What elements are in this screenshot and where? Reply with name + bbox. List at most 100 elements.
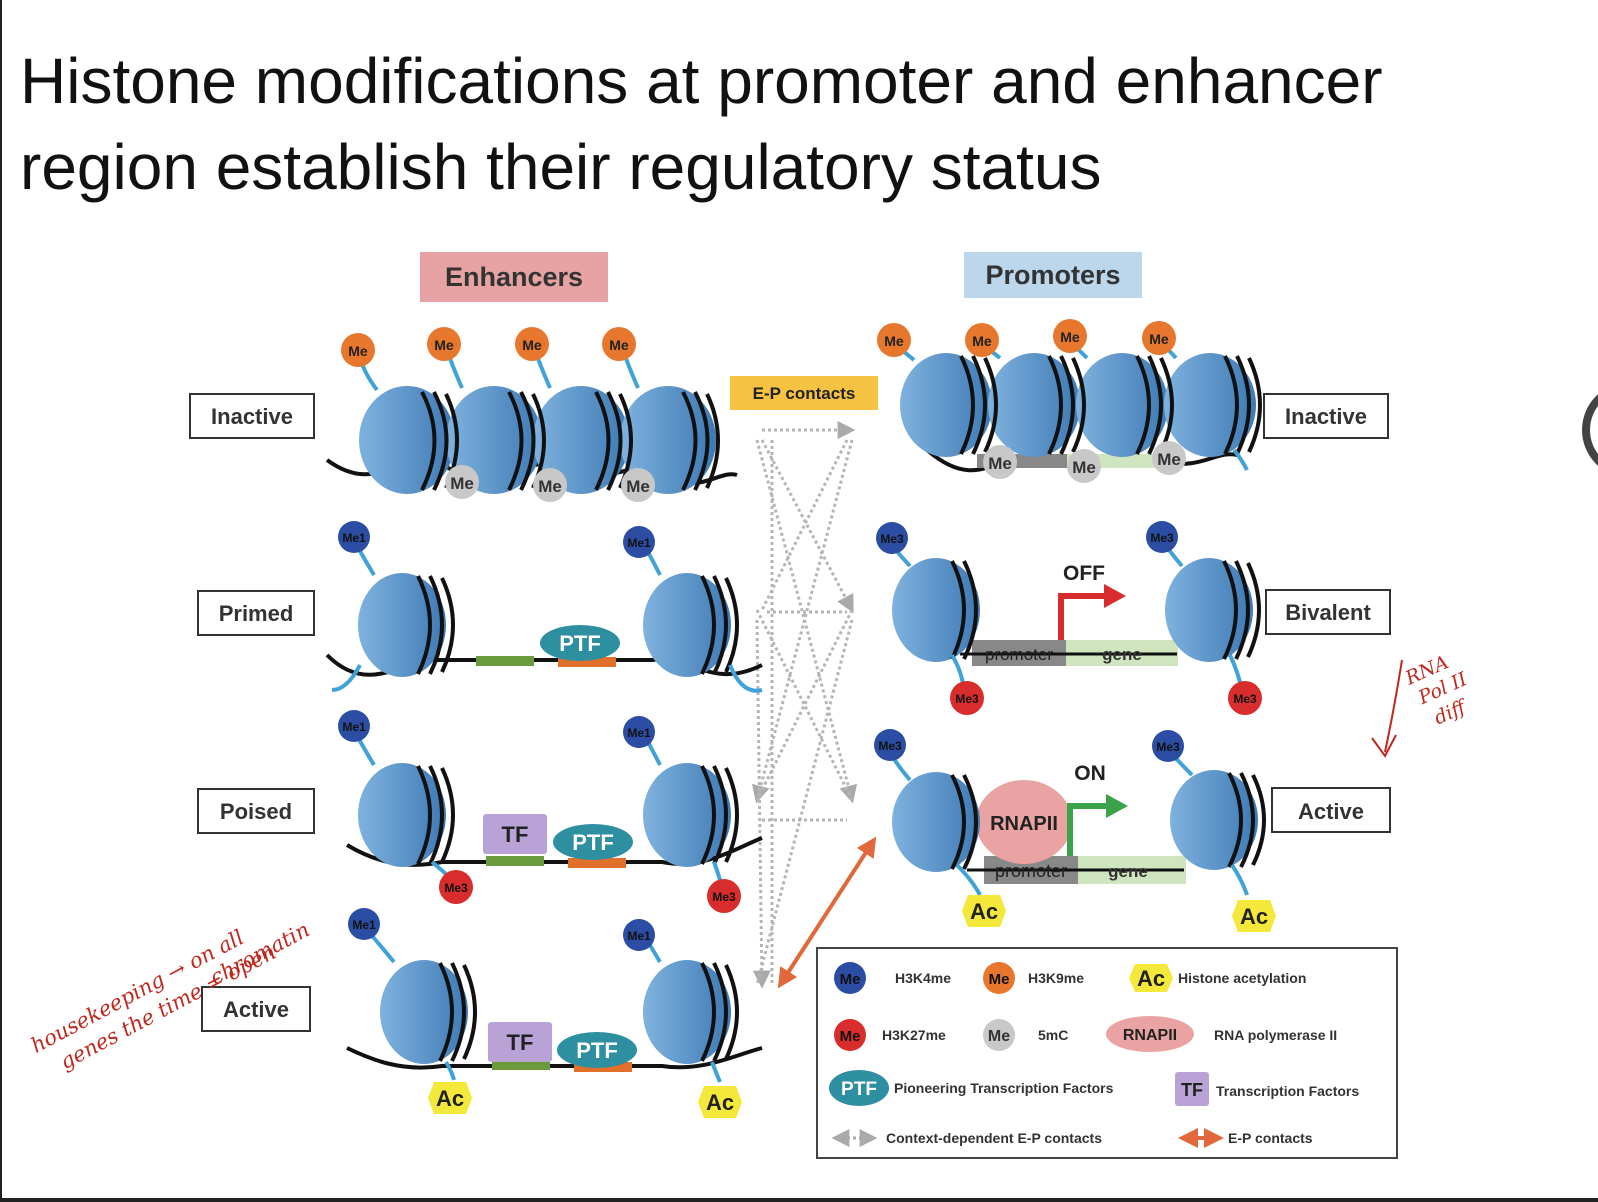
svg-text:Me: Me [972,333,992,349]
h3k9me-mark: Me Me Me Me [341,327,636,367]
enhancers-header: Enhancers [445,262,583,292]
rnapii-factor [976,780,1072,864]
svg-text:Ac: Ac [970,899,998,924]
ep-contacts-label: E-P contacts [753,384,856,403]
enhancer-state-poised: Poised [220,799,292,824]
svg-text:Me1: Me1 [627,929,651,943]
enhancer-poised-nucleosomes [353,730,739,881]
h3k4me1-mark: Me1 Me1 [338,521,655,558]
on-label: ON [1074,762,1106,785]
svg-text:Me3: Me3 [712,890,736,904]
smc-mark: Me Me Me [983,441,1186,483]
svg-text:promoter: promoter [995,861,1067,881]
promoter-state-active: Active [1298,799,1364,824]
svg-text:Me: Me [1149,331,1169,347]
legend-box [816,947,1398,1159]
ptf-factor [553,824,633,860]
slide-title: Histone modifications at promoter and en… [20,45,1383,203]
ep-contact-arrow [777,836,877,989]
svg-text:H3K27me: H3K27me [882,1027,946,1043]
promoters-header: Promoters [985,260,1120,290]
svg-text:gene: gene [1102,645,1142,664]
svg-text:Me: Me [1060,329,1080,345]
h3k27me3-mark: Me3 Me3 [439,870,741,913]
h3k4me1-mark: Me1 Me1 [338,710,655,748]
acetylation-mark: Ac Ac [428,1082,742,1118]
legend: Me H3K4me Me H3K9me Ac Histone acetylati… [829,962,1359,1148]
svg-text:Me: Me [988,454,1012,473]
svg-text:RNAPII: RNAPII [1123,1027,1177,1044]
svg-text:Me: Me [609,337,629,353]
svg-text:Ac: Ac [706,1090,734,1115]
ptf-factor [557,1032,637,1068]
svg-text:Me1: Me1 [342,720,366,734]
tf-factor [488,1022,552,1062]
svg-text:PTF: PTF [576,1038,618,1063]
enhancer-state-poised-box [197,788,315,834]
svg-text:Me: Me [884,333,904,349]
enhancer-active-nucleosomes [365,928,739,1083]
svg-text:Me: Me [434,337,454,353]
svg-text:Me: Me [626,477,650,496]
svg-text:Ac: Ac [1240,904,1268,929]
off-label: OFF [1063,562,1105,585]
svg-text:Me: Me [522,337,542,353]
svg-text:Me: Me [538,477,562,496]
svg-text:Me1: Me1 [627,726,651,740]
enhancer-inactive-nucleosomes [358,349,720,494]
svg-text:TF: TF [1181,1080,1203,1100]
promoter-state-bivalent-box [1265,589,1391,635]
enhancer-state-primed-box [197,590,315,636]
svg-text:Ac: Ac [1137,966,1165,991]
promoter-state-inactive: Inactive [1285,404,1367,429]
h3k4me3-mark: Me3 Me3 [874,729,1184,762]
svg-text:Pioneering Transcription Facto: Pioneering Transcription Factors [894,1080,1114,1096]
promoters-header-bg [964,252,1142,298]
svg-text:Context-dependent E-P contacts: Context-dependent E-P contacts [886,1130,1102,1146]
h3k4me1-mark: Me1 Me1 [348,908,655,951]
svg-text:Me3: Me3 [878,739,902,753]
svg-text:Me: Me [1157,450,1181,469]
handwritten-note-right: RNA Pol II diff [1371,651,1472,758]
smc-mark: Me Me Me [445,465,655,502]
svg-text:PTF: PTF [572,830,614,855]
svg-text:Me: Me [840,971,861,988]
svg-text:Me: Me [988,1028,1010,1045]
svg-text:H3K9me: H3K9me [1028,970,1084,986]
svg-text:Transcription Factors: Transcription Factors [1216,1083,1359,1099]
h3k4me3-mark: Me3 Me3 [876,521,1178,554]
svg-text:Histone acetylation: Histone acetylation [1178,970,1306,986]
enhancers-header-bg [420,252,608,302]
h3k9me-mark: Me Me Me Me [877,319,1176,357]
svg-text:5mC: 5mC [1038,1027,1068,1043]
enhancer-state-primed: Primed [219,601,294,626]
acetylation-mark: Ac Ac [962,895,1276,932]
svg-text:PTF: PTF [559,631,601,656]
svg-text:H3K4me: H3K4me [895,970,951,986]
enhancer-state-inactive-box [189,393,315,439]
enhancer-state-active-box [201,986,311,1032]
off-arrow [1058,593,1106,640]
svg-text:Me: Me [840,1028,861,1045]
edge-circle [1582,394,1598,466]
ptf-factor [540,625,620,661]
svg-text:Me3: Me3 [1233,692,1257,706]
svg-text:Me1: Me1 [352,918,376,932]
promoter-state-inactive-box [1263,393,1389,439]
enhancer-state-inactive: Inactive [211,404,293,429]
h3k27me3-mark: Me3 Me3 [950,681,1262,715]
svg-text:gene: gene [1108,862,1148,881]
svg-text:Me: Me [989,971,1010,988]
svg-text:E-P contacts: E-P contacts [1228,1130,1313,1146]
promoter-active-nucleosomes [888,750,1266,896]
promoter-bivalent-nucleosomes [890,538,1261,691]
svg-text:Me3: Me3 [955,692,979,706]
context-dependent-contacts [751,421,858,989]
svg-text:PTF: PTF [841,1079,877,1100]
svg-text:TF: TF [507,1030,534,1055]
svg-text:Me3: Me3 [1150,531,1174,545]
svg-text:Me1: Me1 [627,536,651,550]
svg-text:Me: Me [450,474,474,493]
